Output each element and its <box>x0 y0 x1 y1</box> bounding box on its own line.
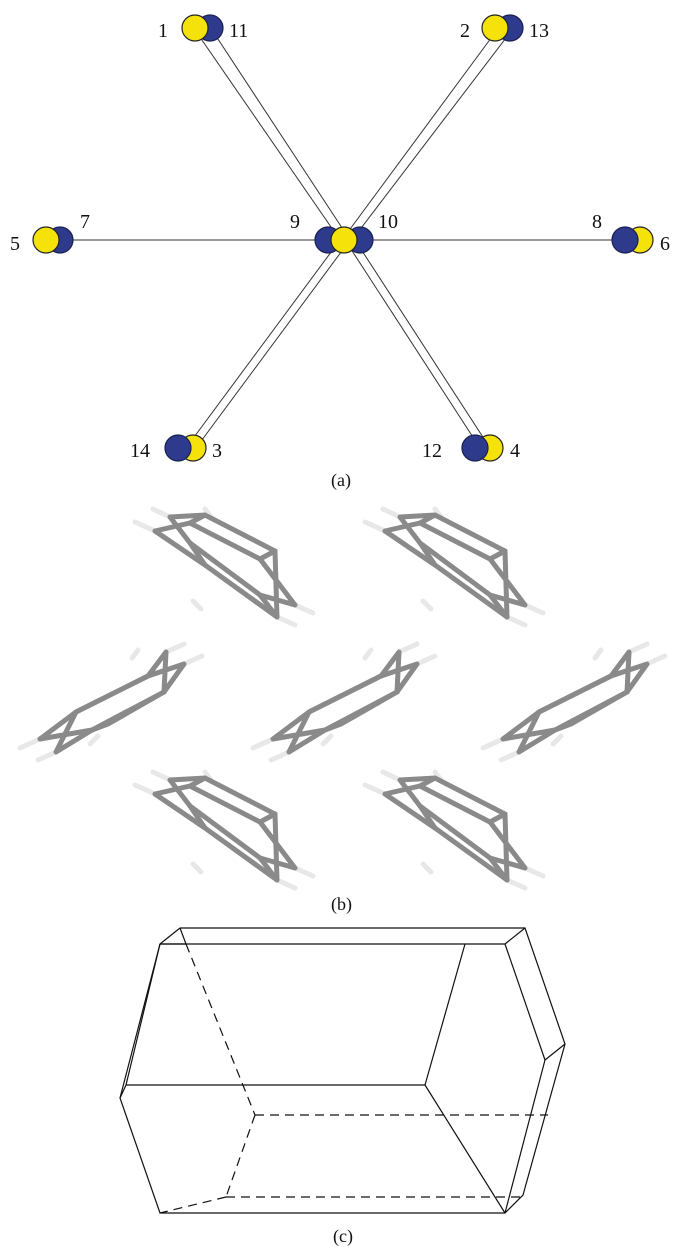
site-label: 3 <box>212 440 222 462</box>
site-label: 2 <box>460 20 470 42</box>
site-pair-center <box>314 226 374 254</box>
link-3-center <box>195 239 351 449</box>
site-pair-5-7 <box>32 226 74 254</box>
molecule <box>135 509 313 625</box>
site-label: 4 <box>510 440 520 462</box>
site-pair-1-11 <box>181 14 224 42</box>
molecule <box>365 772 543 888</box>
site-label: 7 <box>80 211 90 233</box>
panel-b-packing: (b) <box>20 509 665 915</box>
site-pair-12-4 <box>461 434 504 462</box>
molecule <box>20 644 202 760</box>
molecule <box>135 772 313 888</box>
crystal-edge <box>504 943 546 1061</box>
link-13-center <box>351 29 513 241</box>
crystal-edge <box>504 927 526 945</box>
hidden-edge <box>185 943 256 1116</box>
molecule <box>365 509 543 625</box>
site-label: 11 <box>229 20 248 42</box>
site-pair-8-6 <box>611 226 654 254</box>
link-1-center <box>194 29 341 241</box>
hidden-edge <box>225 1114 256 1198</box>
caption-c: (c) <box>333 1226 353 1247</box>
site-label: 8 <box>592 211 602 233</box>
site-label: 9 <box>290 211 300 233</box>
link-2-center <box>341 29 498 241</box>
crystal-edge <box>119 1084 127 1099</box>
panel-c-crystal: (c) <box>119 927 566 1247</box>
site-label: 14 <box>130 440 150 462</box>
crystal-edge <box>504 1059 546 1214</box>
site-label: 5 <box>10 233 20 255</box>
site-label: 13 <box>529 20 549 42</box>
caption-a: (a) <box>331 470 351 491</box>
link-12-center <box>344 239 481 449</box>
crystal-edge <box>424 1084 506 1214</box>
molecule <box>253 644 435 760</box>
link-14-center <box>185 239 341 449</box>
crystal-edge <box>544 1043 566 1061</box>
hidden-edge <box>159 1196 227 1214</box>
panel-a-network: 1 11 2 13 5 7 9 10 8 6 14 3 12 4 (a) <box>10 14 670 491</box>
site-label: 1 <box>158 20 168 42</box>
crystal-outline <box>119 927 566 1214</box>
crystal-edge <box>125 943 161 1086</box>
link-11-center <box>211 29 351 241</box>
molecule <box>483 644 665 760</box>
crystal-edge <box>179 927 187 945</box>
site-label: 10 <box>378 211 398 233</box>
caption-b: (b) <box>331 894 352 915</box>
site-label: 12 <box>422 440 442 462</box>
site-pair-14-3 <box>164 434 207 462</box>
site-label: 6 <box>660 233 670 255</box>
link-4-center <box>354 239 491 449</box>
site-pair-2-13 <box>481 14 524 42</box>
crystal-edge <box>424 943 466 1086</box>
